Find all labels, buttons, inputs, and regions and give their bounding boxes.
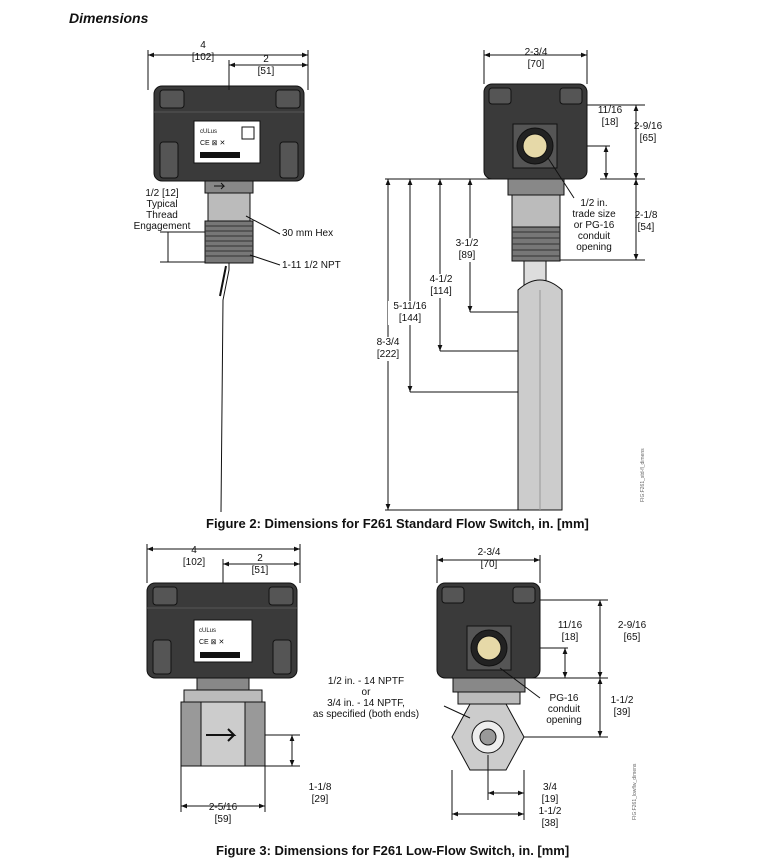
fig2-side-width: 2-3/4[70] [524,47,548,70]
fig2-watermark: FIG:F261_std-fl_dimens [640,448,646,502]
fig3-conduit-note: PG-16 conduit opening [546,693,582,726]
fig2-npt-label: 1-11 1/2 NPT [282,260,341,271]
svg-text:CE ⊠ ✕: CE ⊠ ✕ [200,140,225,147]
fig3-side-width: 2-3/4[70] [477,547,501,570]
fig3-body-height: 1-1/2[39] [610,695,634,718]
fig3-port-offset: 3/4[19] [541,782,559,805]
fig3-caption: Figure 3: Dimensions for F261 Low-Flow S… [216,843,570,858]
fig3-front-view: cULus CE ⊠ ✕ [146,544,301,812]
fig2-fitting-height: 2-1/8[54] [634,210,658,233]
fig2-front-view: cULus CE ⊠ ✕ [147,50,309,513]
fig2-conduit-note: 1/2 in. trade size or PG-16 conduit open… [572,198,616,253]
fig3-side-view [436,555,608,820]
fig3-front-width-total: 4[102] [182,545,206,568]
fig2-housing-height: 2-9/16[65] [633,121,663,144]
fig2-conduit-center: 11/16[18] [597,105,623,128]
fig3-pipe-height: 1-1/8[29] [308,782,332,805]
fig2-paddle-dim-1: 3-1/2[89] [446,238,488,262]
fig3-conduit-center: 11/16[18] [557,620,583,643]
fig3-front-width-half: 2[51] [251,553,269,576]
fig3-thread-note: 1/2 in. - 14 NPTF or 3/4 in. - 14 NPTF, … [312,676,420,720]
fig2-paddle-dim-3: 5-11/16[144] [388,301,432,325]
fig2-front-width-total: 4[102] [191,40,215,63]
fig2-paddle-dim-2: 4-1/2[114] [420,274,462,298]
fig2-side-view [385,50,645,511]
svg-text:cULus: cULus [200,129,217,135]
fig3-housing-height: 2-9/16[65] [617,620,647,643]
svg-text:CE ⊠ ✕: CE ⊠ ✕ [199,639,224,646]
fig2-hex-label: 30 mm Hex [282,228,334,239]
fig2-front-width-half: 2[51] [257,54,275,77]
svg-text:cULus: cULus [199,628,216,634]
fig2-thread-engagement-label: 1/2 [12] Typical Thread Engagement [133,188,191,232]
fig3-watermark: FIG:F261_lowflw_dimens [632,763,638,820]
fig2-paddle-dim-4: 8-3/4[222] [368,337,408,361]
fig3-body-width: 1-1/2[38] [538,806,562,829]
section-heading: Dimensions [69,10,149,26]
fig3-body-length: 2-5/16[59] [208,802,238,825]
fig2-caption: Figure 2: Dimensions for F261 Standard F… [206,516,589,531]
